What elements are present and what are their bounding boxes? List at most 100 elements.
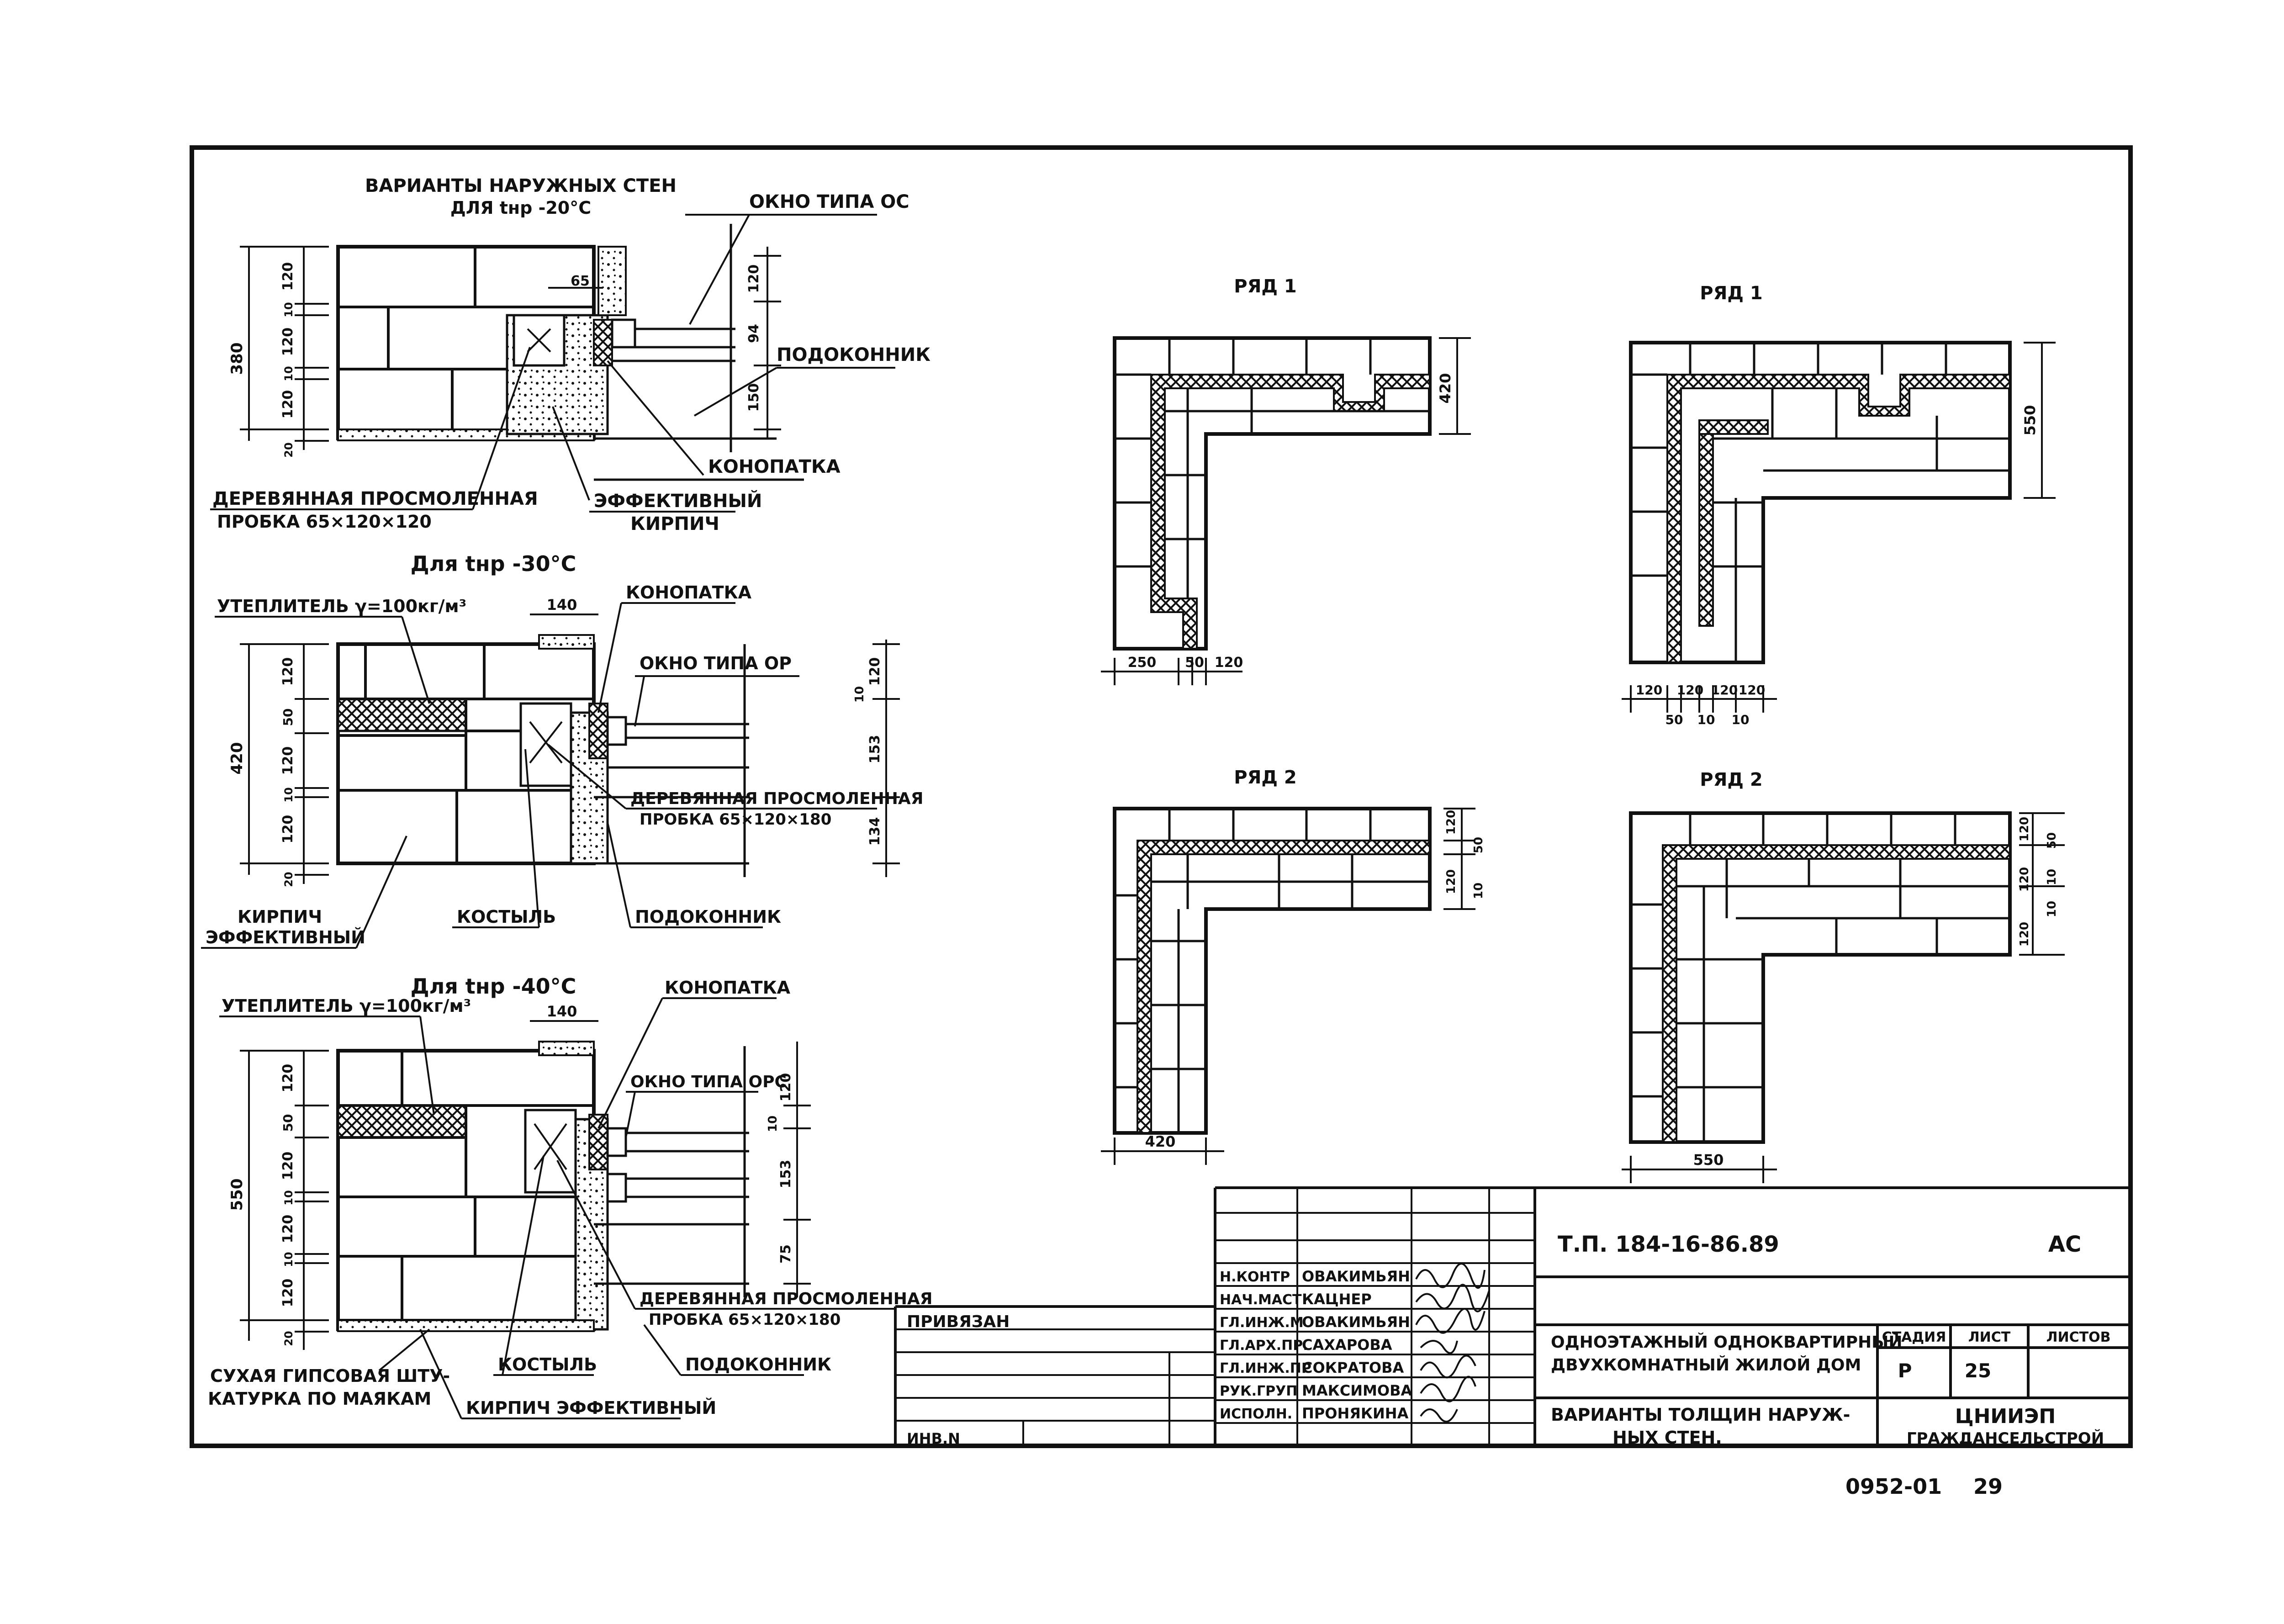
project-line1: ОДНОЭТАЖНЫЙ ОДНОКВАРТИРНЫЙ bbox=[1551, 1333, 1903, 1352]
top-title-line2: ДЛЯ tнр -20°С bbox=[450, 198, 591, 218]
bot-window-label: ОКНО ТИПА ОРС bbox=[630, 1073, 787, 1091]
bot-dim-left-1: 50 bbox=[280, 1114, 296, 1132]
mid-dim-right-3: 134 bbox=[867, 817, 883, 846]
stage-header: СТАДИЯ bbox=[1882, 1329, 1946, 1345]
top-dim-top: 65 bbox=[571, 273, 590, 289]
top-brick-label-2: КИРПИЧ bbox=[630, 513, 719, 534]
mid-dim-right-2: 153 bbox=[867, 735, 883, 764]
section-code: АС bbox=[2048, 1232, 2081, 1257]
footer-page: 29 bbox=[1973, 1474, 2003, 1499]
bot-title: Для tнр -40°С bbox=[411, 974, 576, 999]
staff-role-1: НАЧ.МАСТ bbox=[1220, 1292, 1302, 1308]
corner-bl-dim-s2: 10 bbox=[1472, 883, 1486, 899]
outer-frame bbox=[190, 145, 2133, 1448]
corner-br-dim-bottom: 550 bbox=[1693, 1151, 1724, 1169]
top-dim-right-1: 94 bbox=[746, 324, 762, 343]
mid-insulation-label: УТЕПЛИТЕЛЬ γ=100кг/м³ bbox=[217, 596, 466, 616]
bot-dim-left-4: 120 bbox=[280, 1215, 296, 1243]
caulk-bot bbox=[588, 1114, 608, 1170]
corner-tr-dim-c0: 50 bbox=[1665, 712, 1683, 727]
mid-dim-left-1: 50 bbox=[280, 709, 296, 726]
mid-window-label: ОКНО ТИПА ОР bbox=[640, 653, 792, 673]
bot-plaster-label-1: СУХАЯ ГИПСОВАЯ ШТУ- bbox=[210, 1366, 450, 1386]
staff-name-5: МАКСИМОВА bbox=[1302, 1382, 1412, 1399]
bot-brick-label: КИРПИЧ ЭФФЕКТИВНЫЙ bbox=[466, 1398, 716, 1418]
corner-plan-row2-550: РЯД 2 bbox=[1622, 769, 2065, 1183]
sheet-header: ЛИСТ bbox=[1968, 1329, 2011, 1345]
mid-dim-left-4: 120 bbox=[280, 815, 296, 844]
top-brick-label-1: ЭФФЕКТИВНЫЙ bbox=[594, 490, 762, 512]
staff-name-0: ОВАКИМЬЯН bbox=[1302, 1268, 1410, 1285]
staff-name-6: ПРОНЯКИНА bbox=[1302, 1405, 1409, 1422]
corner-bl-dim-s3: 50 bbox=[1472, 837, 1486, 853]
bot-plug-label-2: ПРОБКА 65×120×180 bbox=[649, 1311, 841, 1329]
corner-br-dim-s0: 120 bbox=[2018, 817, 2031, 841]
top-title-line1: ВАРИАНТЫ НАРУЖНЫХ СТЕН bbox=[365, 175, 677, 196]
mid-dim-right-0: 10 bbox=[853, 686, 867, 703]
bound-label: ПРИВЯЗАН bbox=[907, 1312, 1010, 1331]
corner-br-dim-s2: 120 bbox=[2018, 922, 2031, 947]
staff-role-2: ГЛ.ИНЖ.М bbox=[1220, 1315, 1304, 1331]
bot-caulk-label: КОНОПАТКА bbox=[665, 978, 791, 998]
mid-dim-left-3: 10 bbox=[282, 787, 295, 802]
top-dim-left-5: 20 bbox=[282, 442, 295, 457]
corner-tr-dim-b2: 120 bbox=[1711, 682, 1738, 698]
corner-br-dim-s1: 120 bbox=[2018, 867, 2031, 892]
top-sill-label: ПОДОКОННИК bbox=[777, 344, 931, 365]
insulation-bot bbox=[337, 1104, 467, 1139]
corner-tr-dim-b1: 120 bbox=[1677, 682, 1703, 698]
plaster-bot bbox=[337, 1319, 595, 1332]
top-dim-left-3: 10 bbox=[282, 366, 295, 381]
mid-title: Для tнр -30°С bbox=[411, 551, 576, 576]
staff-role-3: ГЛ.АРХ.ПР. bbox=[1220, 1338, 1308, 1354]
bot-crutch-label: КОСТЫЛЬ bbox=[498, 1354, 597, 1375]
bot-dim-left-2: 120 bbox=[280, 1152, 296, 1180]
corner-tr-dim-c2: 10 bbox=[1732, 712, 1750, 727]
wall-variant-minus-40: Для tнр -40°С bbox=[208, 974, 932, 1419]
top-dim-left-0: 120 bbox=[280, 262, 296, 291]
project-line2: ДВУХКОМНАТНЫЙ ЖИЛОЙ ДОМ bbox=[1551, 1355, 1861, 1375]
sheet-number: 25 bbox=[1965, 1360, 1991, 1382]
title-block: Т.П. 184-16-86.89 АС ОДНОЭТАЖНЫЙ ОДНОКВА… bbox=[894, 1186, 2131, 1499]
mid-dim-right-1: 120 bbox=[867, 657, 883, 686]
footer-code: 0952-01 bbox=[1845, 1474, 1942, 1499]
bot-dim-left-0: 120 bbox=[280, 1064, 296, 1093]
corner-tr-dim-b3: 120 bbox=[1739, 682, 1765, 698]
staff-role-4: ГЛ.ИНЖ.ПР bbox=[1220, 1360, 1311, 1376]
signatures bbox=[1415, 1263, 1490, 1423]
corner-bl-dim-s1: 120 bbox=[1444, 869, 1458, 894]
mid-dim-left-2: 120 bbox=[280, 746, 296, 775]
corner-br-dim-s3: 10 bbox=[2045, 901, 2059, 917]
bot-dim-top: 140 bbox=[547, 1003, 577, 1020]
corner-tl-dim-b2: 120 bbox=[1215, 655, 1243, 671]
staff-name-4: СОКРАТОВА bbox=[1302, 1359, 1404, 1376]
corner-br-label: РЯД 2 bbox=[1700, 769, 1763, 790]
mid-dim-left-0: 120 bbox=[280, 657, 296, 686]
bot-plaster-label-2: КАТУРКА ПО МАЯКАМ bbox=[208, 1389, 431, 1409]
top-dim-total: 380 bbox=[228, 343, 246, 375]
sheet-title-line2: НЫХ СТЕН. bbox=[1613, 1428, 1722, 1448]
corner-plan-row1-420: РЯД 1 420 bbox=[1101, 276, 1471, 685]
corner-plan-row2-420: РЯД 2 bbox=[1101, 767, 1486, 1165]
top-dim-right-0: 120 bbox=[746, 264, 762, 293]
corner-br-dim-s5: 50 bbox=[2045, 832, 2059, 849]
insulation-mid bbox=[337, 698, 467, 732]
top-caulk-label: КОНОПАТКА bbox=[708, 456, 841, 477]
top-dim-right-2: 150 bbox=[746, 383, 762, 412]
corner-tr-label: РЯД 1 bbox=[1700, 283, 1763, 304]
bot-dim-left-5: 10 bbox=[282, 1252, 295, 1267]
mid-plug-label-1: ДЕРЕВЯННАЯ ПРОСМОЛЕННАЯ bbox=[630, 789, 923, 808]
bot-dim-right-1: 120 bbox=[778, 1073, 794, 1102]
corner-tr-dim-side: 550 bbox=[2021, 405, 2039, 436]
corner-bl-dim-bottom: 420 bbox=[1145, 1133, 1176, 1150]
corner-tl-label: РЯД 1 bbox=[1234, 276, 1297, 297]
bot-dim-left-3: 10 bbox=[282, 1190, 295, 1205]
corner-tr-dim-c1: 10 bbox=[1697, 712, 1715, 727]
inv-label: ИНВ.N bbox=[907, 1430, 960, 1447]
corner-tl-dim-b0: 250 bbox=[1128, 655, 1157, 671]
bot-dim-left-7: 20 bbox=[282, 1331, 295, 1346]
mid-brick-label-1: КИРПИЧ bbox=[238, 907, 322, 927]
staff-role-6: ИСПОЛН. bbox=[1220, 1406, 1292, 1422]
staff-name-2: ОВАКИМЬЯН bbox=[1302, 1313, 1410, 1331]
corner-plan-row1-550: РЯД 1 bbox=[1622, 283, 2056, 727]
